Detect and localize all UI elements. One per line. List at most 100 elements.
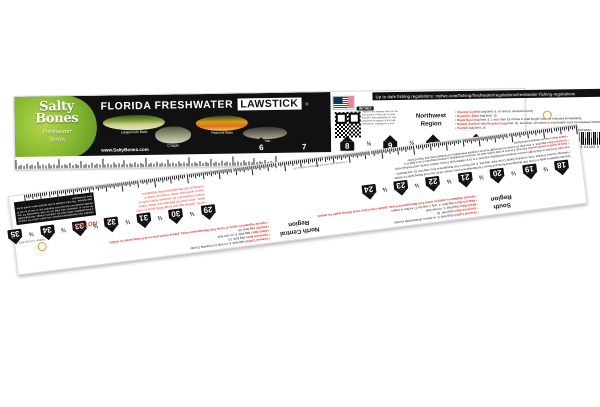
ruler-tick xyxy=(371,151,373,155)
ruler-tick xyxy=(95,185,97,189)
ruler-tick xyxy=(574,125,575,129)
fish-label-2: Peacock Bass xyxy=(211,130,233,135)
ruler-tick xyxy=(199,161,201,167)
ruler-tick xyxy=(71,188,73,193)
ruler-tick xyxy=(99,164,101,168)
ruler-tick xyxy=(115,183,117,187)
ruler-tick xyxy=(458,140,460,145)
ruler-tick xyxy=(83,187,85,191)
ruler-tick xyxy=(37,161,38,169)
ruler-tick xyxy=(207,162,209,166)
ruler-tick xyxy=(215,161,217,166)
ruler-tick xyxy=(488,136,490,140)
ruler-tick xyxy=(186,163,187,167)
ruler-tick xyxy=(269,163,271,167)
ruler-tick xyxy=(102,158,103,168)
ruler-tick xyxy=(571,125,574,130)
ruler-tick xyxy=(498,134,501,139)
ruler-tick xyxy=(261,164,263,168)
ruler-number-label: 8 xyxy=(340,141,355,151)
ruler-tick xyxy=(20,164,22,169)
ruler-tick xyxy=(88,164,90,168)
ruler-tick xyxy=(290,161,292,165)
ruler-tick xyxy=(53,164,55,169)
ruler-tick xyxy=(482,136,484,142)
ruler-tick xyxy=(521,132,523,136)
ruler-tick xyxy=(425,144,428,149)
ruler-tick xyxy=(490,135,492,140)
ruler-tick xyxy=(67,189,68,193)
title-main: FLORIDA FRESHWATER xyxy=(100,98,234,113)
ruler-tick xyxy=(39,165,41,169)
ruler-tick xyxy=(389,148,391,154)
nw-label-2: Region xyxy=(420,119,442,128)
ruler-half-label: ½ xyxy=(510,169,517,176)
ruler-half-label: ½ xyxy=(542,165,549,172)
ruler-half-label: ½ xyxy=(280,142,286,149)
ruler-tick xyxy=(206,171,209,176)
ruler-tick xyxy=(432,143,434,147)
ruler-tick xyxy=(144,179,146,183)
ruler-tick xyxy=(385,149,387,154)
ruler-tick xyxy=(239,167,241,172)
ruler-tick xyxy=(361,152,363,157)
ruler-tick xyxy=(164,163,166,167)
ruler-tick xyxy=(237,167,239,172)
ruler-tick xyxy=(60,190,62,195)
ruler-tick xyxy=(72,165,74,169)
ruler-tick xyxy=(52,191,54,196)
ruler-tick xyxy=(194,173,196,179)
ruler-tick xyxy=(62,189,64,194)
ruler-tick xyxy=(47,163,49,169)
ruler-tick xyxy=(184,174,186,178)
ruler-tick xyxy=(312,158,314,163)
ruler-tick xyxy=(383,149,385,153)
ruler-tick xyxy=(294,160,296,164)
ruler-half-label: ½ xyxy=(366,141,372,148)
ruler-tick xyxy=(172,176,174,180)
ruler-tick xyxy=(460,139,462,143)
ruler-tick xyxy=(241,167,243,171)
ruler-tick xyxy=(142,180,144,185)
ruler-tick xyxy=(148,163,149,167)
ruler-tick xyxy=(191,163,193,167)
ruler-tick xyxy=(150,162,152,167)
ruler-tick xyxy=(79,187,81,191)
ruler-tick xyxy=(434,143,436,148)
ruler-tick xyxy=(213,162,214,166)
ruler-tick xyxy=(117,183,119,188)
ruler-tick xyxy=(104,164,106,168)
ruler-tick xyxy=(340,154,342,160)
ruler-tick xyxy=(515,132,517,137)
ruler-tick xyxy=(409,146,411,151)
ruler-tick xyxy=(484,136,486,140)
ruler-tick xyxy=(359,152,360,156)
ruler-tick xyxy=(302,159,304,163)
ruler-tick xyxy=(464,139,466,143)
ruler-tick xyxy=(125,182,127,187)
ruler-half-label: ½ xyxy=(478,173,485,180)
ruler-number-6: 6 xyxy=(254,137,269,153)
back-hang-hole xyxy=(37,241,48,252)
ruler-tick xyxy=(96,163,98,168)
ruler-tick xyxy=(234,162,236,166)
region-label-south: South Region xyxy=(481,192,523,212)
ruler-tick xyxy=(18,165,19,169)
ruler-tick xyxy=(231,168,233,173)
ruler-tick xyxy=(438,142,440,148)
ruler-tick xyxy=(137,164,139,168)
ruler-tick xyxy=(387,149,389,153)
ruler-tick xyxy=(334,155,336,159)
ruler-tick xyxy=(64,164,65,169)
ruler-tick xyxy=(553,127,555,132)
ruler-tick xyxy=(576,125,578,135)
ruler-tick xyxy=(15,159,17,169)
ruler-tick xyxy=(442,142,444,147)
fish-peacock-bass: Peacock Bass xyxy=(195,115,248,135)
ruler-tick xyxy=(468,138,470,142)
ruler-tick xyxy=(541,129,543,133)
ruler-tick xyxy=(42,164,44,169)
ruler-tick xyxy=(46,192,48,196)
ruler-tick xyxy=(500,134,502,138)
ruler-tick xyxy=(318,157,320,161)
